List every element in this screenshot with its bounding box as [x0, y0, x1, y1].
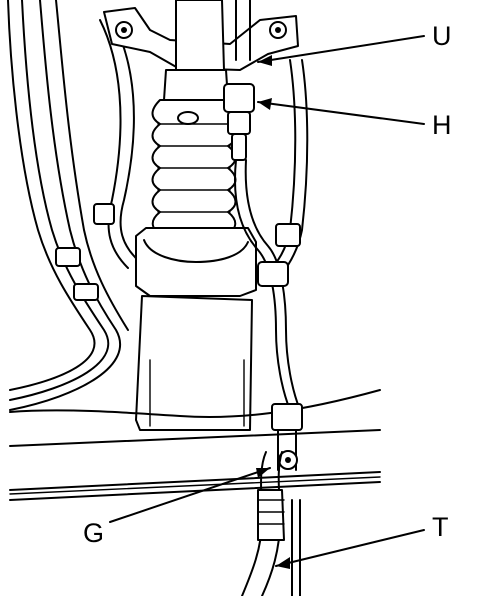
callout-label-h: H	[432, 110, 452, 140]
crossmember	[9, 389, 381, 501]
leader-lines	[109, 35, 425, 569]
sensor-wire	[223, 83, 301, 411]
callout-label-t: T	[432, 512, 449, 542]
callout-label-u: U	[432, 21, 452, 51]
drive-shaft-bellows	[151, 0, 237, 237]
lower-hose	[241, 451, 301, 596]
callout-label-g: G	[83, 518, 105, 548]
left-brake-lines	[7, 0, 129, 411]
right-lines	[235, 0, 309, 277]
housing	[135, 227, 257, 431]
clamp	[271, 403, 303, 471]
center-left-line	[93, 19, 141, 269]
